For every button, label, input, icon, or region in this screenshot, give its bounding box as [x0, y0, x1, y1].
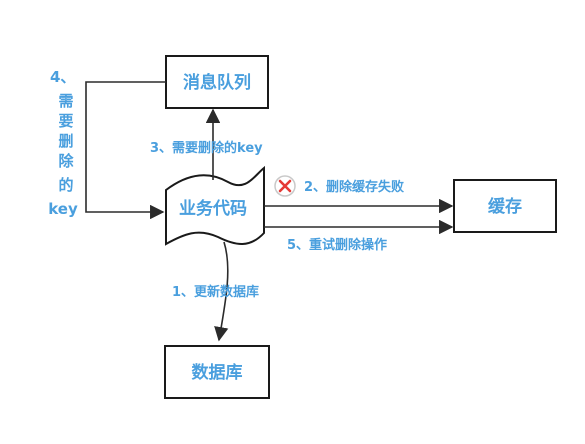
edge-delete-cache-failed: 2、删除缓存失败 — [264, 175, 454, 214]
edge-label-4-char-5: 的 — [58, 176, 73, 194]
cache-node: 缓存 — [453, 179, 557, 233]
database-label: 数据库 — [192, 362, 243, 383]
edge-need-delete-key: 3、需要删除的key — [150, 108, 263, 180]
edge-retry-delete: 5、重试删除操作 — [264, 219, 454, 253]
edge-retry-key-loop: 4、 需 要 删 除 的 key — [48, 68, 166, 220]
edge-label-4-char-4: 除 — [58, 152, 74, 170]
cache-label: 缓存 — [488, 196, 522, 217]
business-code-node: 业务代码 — [165, 165, 265, 246]
edge-label-4-char-6: key — [48, 200, 78, 218]
edge-label-retry-delete: 5、重试删除操作 — [287, 237, 387, 253]
edge-label-4-char-3: 删 — [58, 132, 73, 150]
edge-label-4-char-1: 需 — [58, 92, 73, 110]
edge-label-4-char-2: 要 — [58, 112, 73, 130]
database-node: 数据库 — [164, 345, 270, 399]
message-queue-label: 消息队列 — [183, 72, 251, 93]
edge-update-database: 1、更新数据库 — [172, 241, 259, 342]
message-queue-node: 消息队列 — [165, 55, 269, 109]
edge-label-4-prefix: 4、 — [50, 68, 75, 86]
business-code-label: 业务代码 — [179, 198, 247, 219]
edge-label-update-database: 1、更新数据库 — [172, 284, 259, 300]
edge-label-need-delete-key: 3、需要删除的key — [150, 140, 263, 156]
close-icon — [274, 175, 296, 197]
edge-label-delete-cache-failed: 2、删除缓存失败 — [304, 179, 404, 195]
